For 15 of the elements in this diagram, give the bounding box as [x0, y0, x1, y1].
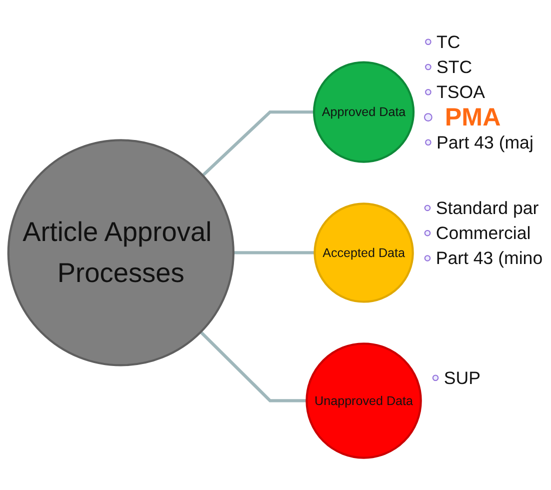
connector-line	[200, 330, 307, 402]
bullet-list-item: PMA	[424, 103, 501, 132]
connector-line	[233, 251, 315, 254]
bullet-list-item: Part 43 (maj	[425, 132, 534, 152]
bullet-list-item: STC	[425, 57, 472, 77]
bullet-list-item: SUP	[432, 368, 480, 388]
circle-node: Approved Data TC STC TSOA PMA Part 43 (maj	[312, 32, 534, 163]
bullet-list-item: Standard par	[424, 198, 539, 218]
connector-line	[202, 110, 314, 177]
bullet-list-item: Part 43 (mino	[424, 248, 543, 268]
bullet-list-item: TC	[425, 32, 460, 52]
bullet-list-item: Commercial	[424, 223, 531, 244]
circle-node: Accepted Data Standard par Commercial Part 43 (mino	[314, 198, 543, 303]
bullet-list-item: TSOA	[425, 82, 485, 102]
circle-node: Article Approval Processes	[7, 139, 234, 366]
